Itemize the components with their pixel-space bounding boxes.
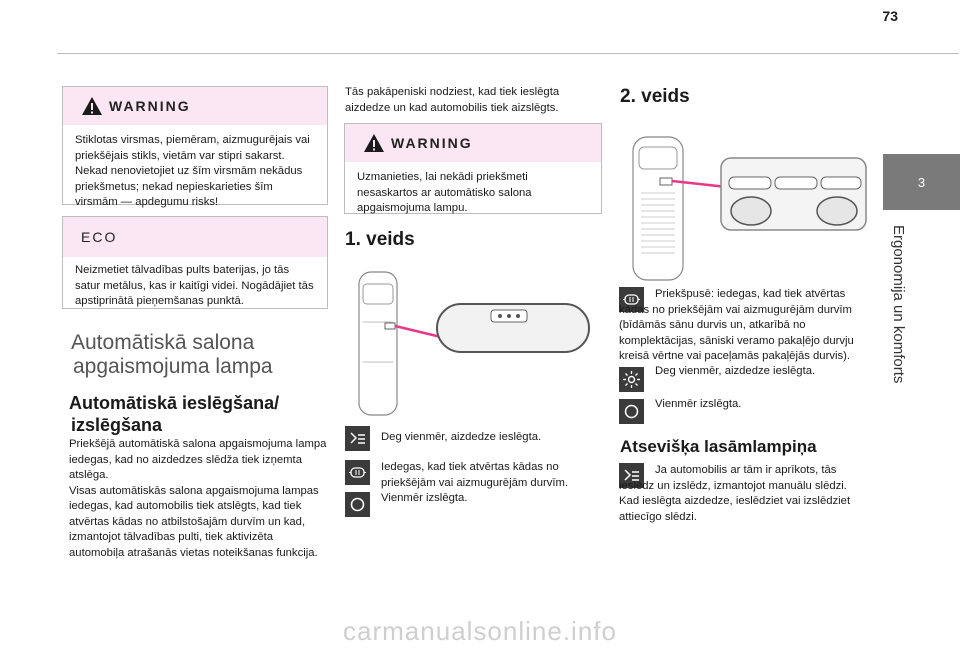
type1-item2-text: Iedegas, kad tiek atvērtas kādas no prie… xyxy=(381,460,601,507)
lamp-auto-icon xyxy=(345,426,370,451)
section-title-line1: Automātiskā salona xyxy=(71,331,255,354)
warning-triangle-icon xyxy=(82,97,102,115)
reading-text: Ja automobilis ar tām ir aprīkots, tās i… xyxy=(619,464,851,523)
type2-item2-text: Deg vienmēr, aizdedze ieslēgta. xyxy=(655,365,816,377)
warning-text: Stiklotas virsmas, piemēram, aizmugurēja… xyxy=(75,134,310,208)
section-title-line2: apgaismojuma lampa xyxy=(73,355,273,378)
eco-box: ECO Neizmetiet tālvadības pults baterija… xyxy=(62,216,328,309)
col2-intro: Tās pakāpeniski nodziest, kad tiek ieslē… xyxy=(345,86,560,114)
off-circle-icon xyxy=(619,399,644,424)
auto-title-line2: izslēgšana xyxy=(71,415,163,435)
header-rule xyxy=(57,53,959,54)
page-number: 73 xyxy=(882,8,898,24)
lamp-auto-icon xyxy=(619,463,644,488)
warning2-text: Uzmanieties, lai nekādi priekšmeti nesas… xyxy=(357,171,532,214)
chapter-label-text: Ergonomija un komforts xyxy=(890,225,907,384)
warning-title: WARNING xyxy=(109,98,191,114)
warning-triangle-icon xyxy=(364,134,384,152)
warning-box-glass: WARNING Stiklotas virsmas, piemēram, aiz… xyxy=(62,86,328,208)
type2-item1-text: Priekšpusē: iedegas, kad tiek atvērtas k… xyxy=(619,288,854,362)
auto-text: Priekšējā automātiskā salona apgaismojum… xyxy=(69,438,327,559)
type2-item3-text: Vienmēr izslēgta. xyxy=(655,398,742,410)
type1-lamp-diagram xyxy=(357,262,591,417)
watermark: carmanualsonline.info xyxy=(343,616,617,646)
type1-item1-text: Deg vienmēr, aizdedze ieslēgta. xyxy=(381,431,542,443)
chapter-number: 3 xyxy=(917,174,926,190)
auto-title: Automātiskā ieslēgšana/ izslēgšana xyxy=(69,392,331,436)
sun-on-icon xyxy=(619,367,644,392)
type1-title: 1. veids xyxy=(345,229,415,250)
door-open-icon xyxy=(619,287,644,312)
type2-list: Priekšpusē: iedegas, kad tiek atvērtas k… xyxy=(619,287,879,424)
eco-header: ECO xyxy=(63,217,327,257)
warning-header: WARNING xyxy=(63,87,327,125)
warning2-title: WARNING xyxy=(391,135,473,151)
warning2-header: WARNING xyxy=(345,124,601,162)
eco-text: Neizmetiet tālvadības pults baterijas, j… xyxy=(75,264,314,307)
type1-item3-line: Vienmēr izslēgta. xyxy=(381,492,468,504)
chapter-tab[interactable]: 3 xyxy=(883,154,960,210)
auto-title-line1: Automātiskā ieslēgšana/ xyxy=(69,393,280,413)
section-title: Automātiskā salona apgaismojuma lampa xyxy=(71,331,331,379)
door-open-icon xyxy=(345,460,370,485)
type2-title: 2. veids xyxy=(620,86,690,107)
reading-title: Atsevišķa lasāmlampiņa xyxy=(620,437,817,456)
type2-lamp-diagram xyxy=(631,133,869,283)
eco-title: ECO xyxy=(81,229,118,245)
warning-box-lamp: WARNING Uzmanieties, lai nekādi priekšme… xyxy=(344,123,602,214)
off-circle-icon xyxy=(345,492,370,517)
chapter-label: Ergonomija un komforts xyxy=(884,225,914,515)
